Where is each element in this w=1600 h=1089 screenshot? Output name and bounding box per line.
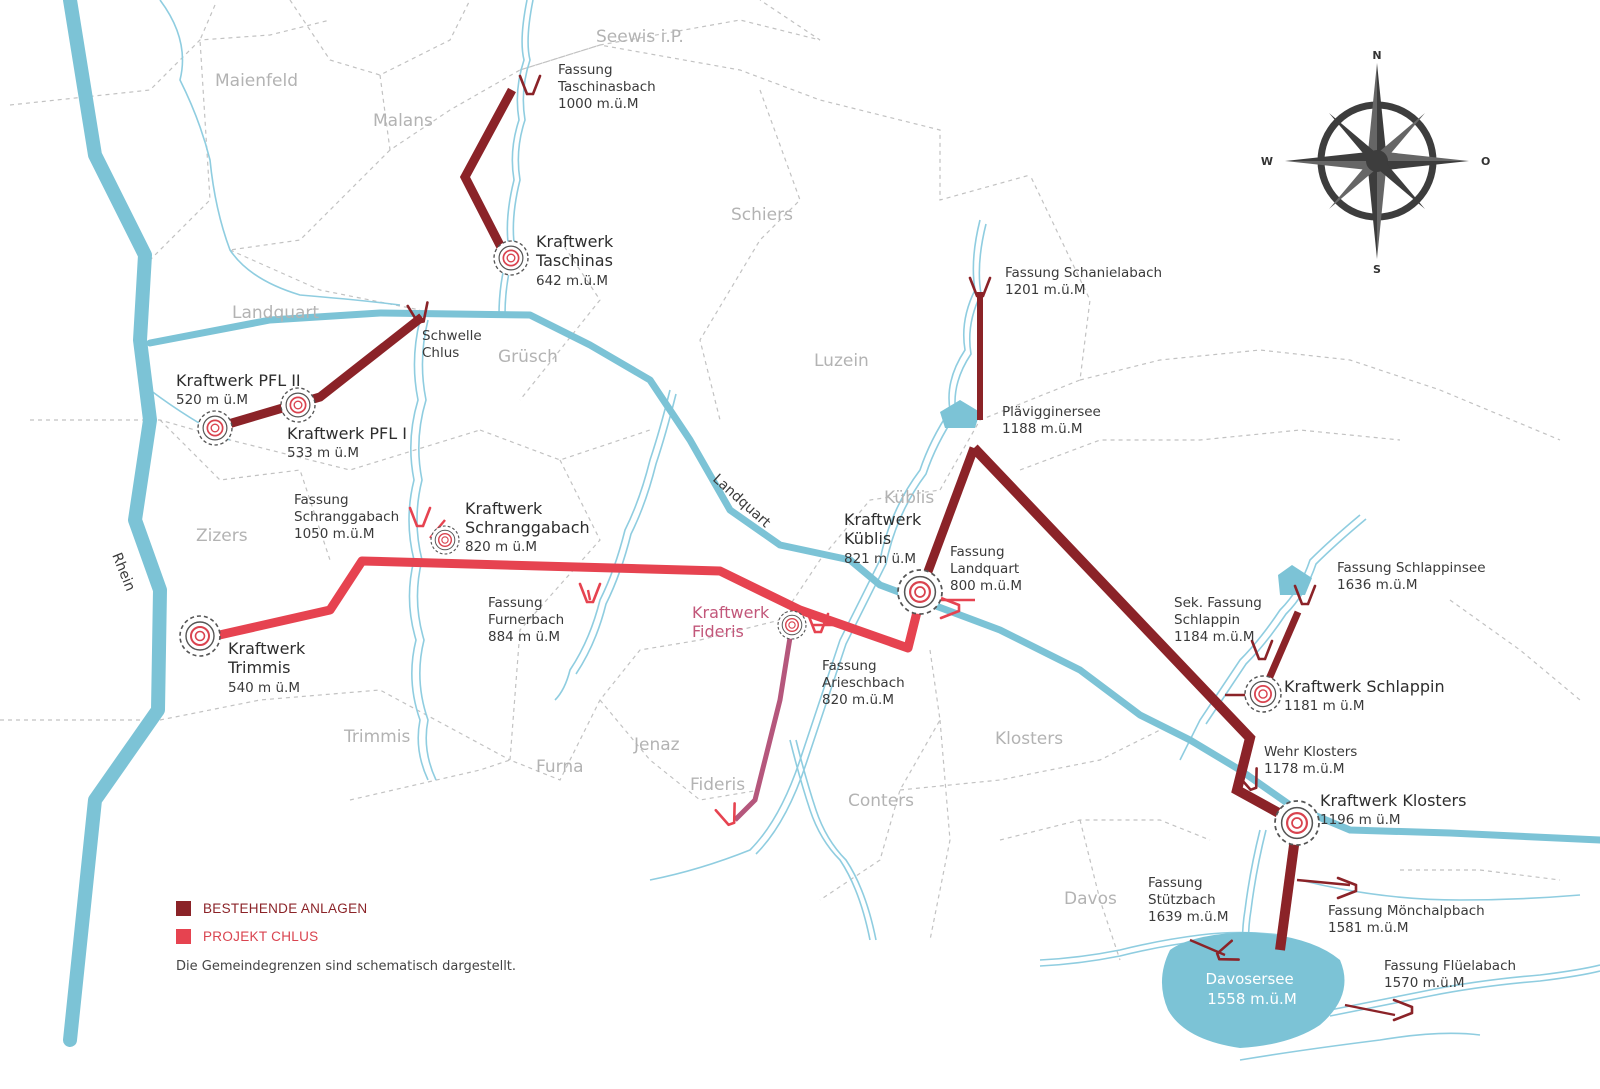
municipality-label: Fideris — [690, 775, 745, 795]
fideris-line — [733, 624, 795, 822]
furnerbach-label: Fassung Furnerbach 884 m ü.M — [488, 595, 568, 645]
legend-project-label: PROJEKT CHLUS — [203, 928, 319, 944]
legend-project: PROJEKT CHLUS — [176, 925, 516, 947]
kw-kueblis-label: Kraftwerk Küblis 821 m ü.M — [844, 510, 926, 567]
municipality-label: Schiers — [731, 205, 793, 225]
kw-trimmis-label: Kraftwerk Trimmis 540 m ü.M — [227, 639, 310, 696]
municipality-labels: Maienfeld Malans Seewis i.P. Schiers Lan… — [196, 27, 1117, 909]
kw-pfl2-label: Kraftwerk PFL II 520 m ü.M — [176, 371, 306, 408]
schwelle-chlus-label: Schwelle Chlus — [422, 328, 486, 361]
municipality-label: Seewis i.P. — [596, 27, 684, 47]
municipality-label: Zizers — [196, 526, 248, 546]
municipality-label: Jenaz — [633, 735, 680, 755]
schanielabach-label: Fassung Schanielabach 1201 m.ü.M — [1005, 265, 1166, 298]
kw-schlappin-label: Kraftwerk Schlappin 1181 m ü.M — [1284, 677, 1450, 714]
legend-project-swatch — [176, 928, 191, 944]
rivers — [63, 0, 1600, 1047]
kw-fideris-label: Kraftwerk Fideris — [692, 603, 774, 641]
intake-markers — [406, 74, 1414, 1022]
taschinasbach-label: Fassung Taschinasbach 1000 m.ü.M — [557, 62, 660, 112]
compass-rose-icon: N S W O — [1261, 49, 1491, 276]
municipality-label: Davos — [1064, 889, 1117, 909]
plaevigginersee-lake — [940, 400, 980, 428]
stuetzbach-label: Fassung Stützbach 1639 m.ü.M — [1148, 875, 1229, 925]
power-plant-markers — [179, 240, 1321, 847]
legend-existing: BESTEHENDE ANLAGEN — [176, 897, 516, 919]
kw-klosters-label: Kraftwerk Klosters 1196 m ü.M — [1320, 791, 1472, 828]
davosersee-label: Davosersee 1558 m.ü.M — [1205, 970, 1298, 1008]
moenchalpbach-label: Fassung Mönchalpbach 1581 m.ü.M — [1328, 903, 1489, 936]
fluelabach-label: Fassung Flüelabach 1570 m.ü.M — [1384, 958, 1520, 991]
schranggabach-label: Fassung Schranggabach 1050 m.ü.M — [294, 492, 403, 542]
municipality-label: Trimmis — [343, 727, 410, 747]
sek-schlappin-label: Sek. Fassung Schlappin 1184 m.ü.M — [1174, 595, 1266, 645]
legend: BESTEHENDE ANLAGEN PROJEKT CHLUS Die Gem… — [176, 897, 516, 974]
kw-pfl1-label: Kraftwerk PFL I 533 m ü.M — [287, 424, 412, 461]
schlappinsee-lake — [1278, 565, 1312, 595]
taschinas-line — [459, 87, 516, 258]
legend-existing-label: BESTEHENDE ANLAGEN — [203, 900, 368, 916]
municipality-label: Luzein — [814, 351, 869, 371]
municipality-label: Klosters — [995, 729, 1063, 749]
compass-w: W — [1261, 155, 1273, 168]
schlappinsee-label: Fassung Schlappinsee 1636 m.ü.M — [1337, 560, 1490, 593]
davosersee-lake — [1161, 932, 1345, 1048]
municipality-label: Furna — [536, 757, 584, 777]
municipality-label: Grüsch — [498, 347, 558, 367]
legend-note: Die Gemeindegrenzen sind schematisch dar… — [176, 959, 517, 974]
landquart-river — [146, 309, 1600, 844]
plaeviggin-klosters-line — [970, 444, 1300, 828]
rhein-label: Rhein — [108, 551, 138, 594]
municipality-label: Conters — [848, 791, 914, 811]
municipality-label: Malans — [373, 111, 433, 131]
kw-taschinas-label: Kraftwerk Taschinas 642 m.ü.M — [535, 232, 618, 289]
fassung-landquart-label: Fassung Landquart 800 m.ü.M — [950, 544, 1023, 594]
wehr-klosters-label: Wehr Klosters 1178 m.ü.M — [1264, 744, 1362, 777]
feature-labels: Fassung Taschinasbach 1000 m.ü.M Kraftwe… — [176, 62, 1520, 1008]
legend-existing-swatch — [176, 900, 191, 916]
kueblis-line — [915, 446, 979, 595]
compass-n: N — [1372, 49, 1381, 62]
project-chlus-line — [214, 556, 925, 653]
municipality-label: Landquart — [232, 303, 319, 323]
compass-o: O — [1481, 155, 1490, 168]
municipality-label: Maienfeld — [215, 71, 298, 91]
municipality-label: Küblis — [884, 488, 934, 508]
plaevigginersee-label: Plävigginersee 1188 m.ü.M — [1002, 404, 1105, 437]
pfl-line — [213, 313, 425, 433]
compass-s: S — [1373, 263, 1381, 276]
kw-schranggabach-label: Kraftwerk Schranggabach 820 m ü.M — [465, 499, 595, 555]
arieschbach-label: Fassung Arieschbach 820 m.ü.M — [822, 658, 909, 708]
rhein-river — [63, 0, 167, 1047]
